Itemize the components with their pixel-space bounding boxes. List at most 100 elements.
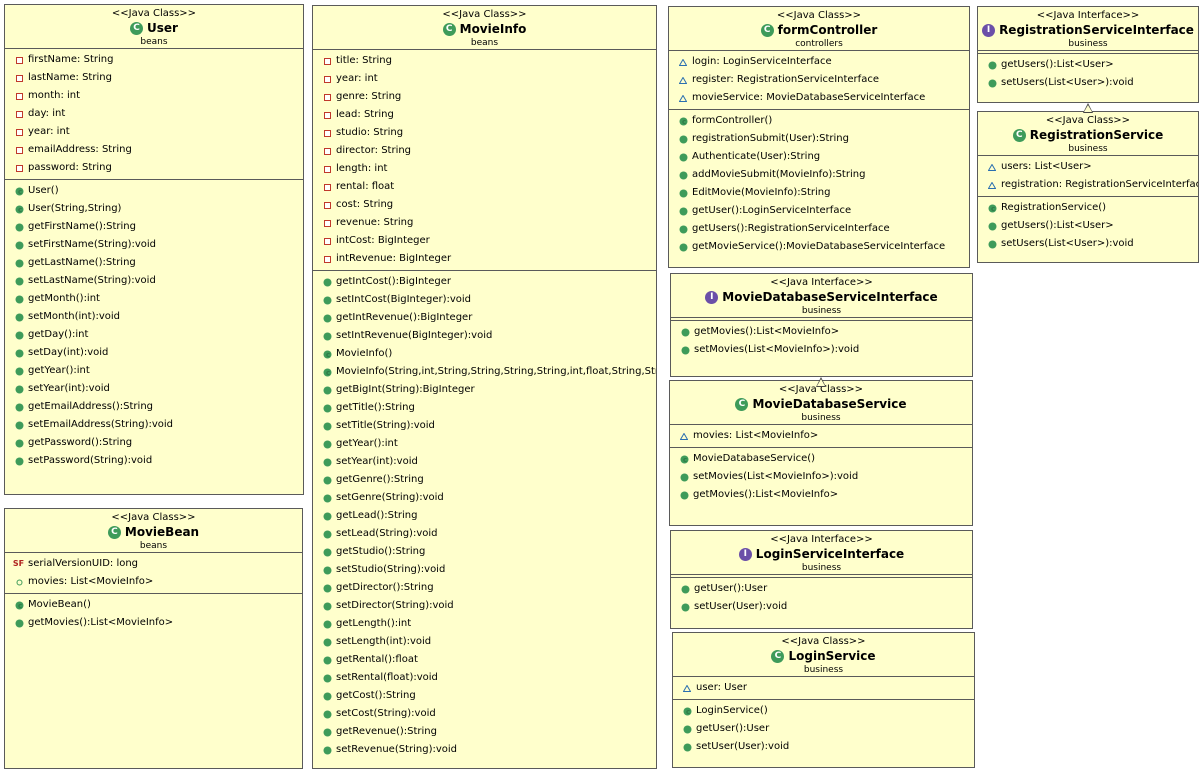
method-row[interactable]: getUser():User: [671, 580, 972, 598]
method-row[interactable]: getMovies():List<MovieInfo>: [671, 323, 972, 341]
method-row[interactable]: setPassword(String):void: [5, 452, 303, 470]
method-row[interactable]: getMovies():List<MovieInfo>: [5, 614, 302, 632]
method-row[interactable]: setMonth(int):void: [5, 308, 303, 326]
method-row[interactable]: setGenre(String):void: [313, 489, 656, 507]
method-row[interactable]: setCost(String):void: [313, 705, 656, 723]
method-row[interactable]: getRental():float: [313, 651, 656, 669]
method-row[interactable]: setDirector(String):void: [313, 597, 656, 615]
method-row[interactable]: setLastName(String):void: [5, 272, 303, 290]
method-row[interactable]: setMovies(List<MovieInfo>):void: [670, 468, 972, 486]
method-row[interactable]: getCost():String: [313, 687, 656, 705]
field-row[interactable]: login: LoginServiceInterface: [669, 53, 969, 71]
field-row[interactable]: firstName: String: [5, 51, 303, 69]
field-row[interactable]: lead: String: [313, 106, 656, 124]
field-row[interactable]: users: List<User>: [978, 158, 1198, 176]
method-row[interactable]: getPassword():String: [5, 434, 303, 452]
method-row[interactable]: getUser():LoginServiceInterface: [669, 202, 969, 220]
method-row[interactable]: setUser(User):void: [671, 598, 972, 616]
method-row[interactable]: setEmailAddress(String):void: [5, 416, 303, 434]
field-row[interactable]: lastName: String: [5, 69, 303, 87]
method-row[interactable]: setRental(float):void: [313, 669, 656, 687]
method-row[interactable]: setYear(int):void: [5, 380, 303, 398]
field-row[interactable]: rental: float: [313, 178, 656, 196]
field-row[interactable]: register: RegistrationServiceInterface: [669, 71, 969, 89]
field-row[interactable]: month: int: [5, 87, 303, 105]
method-row[interactable]: addMovieSubmit(MovieInfo):String: [669, 166, 969, 184]
method-row[interactable]: getMonth():int: [5, 290, 303, 308]
method-row[interactable]: getLength():int: [313, 615, 656, 633]
method-row[interactable]: setMovies(List<MovieInfo>):void: [671, 341, 972, 359]
method-row[interactable]: getYear():int: [313, 435, 656, 453]
method-row[interactable]: setIntRevenue(BigInteger):void: [313, 327, 656, 345]
field-row[interactable]: title: String: [313, 52, 656, 70]
field-row[interactable]: cost: String: [313, 196, 656, 214]
field-row[interactable]: emailAddress: String: [5, 141, 303, 159]
method-row[interactable]: getLead():String: [313, 507, 656, 525]
method-row[interactable]: setLead(String):void: [313, 525, 656, 543]
method-row[interactable]: setDay(int):void: [5, 344, 303, 362]
field-row[interactable]: genre: String: [313, 88, 656, 106]
method-row[interactable]: getUsers():RegistrationServiceInterface: [669, 220, 969, 238]
field-row[interactable]: registration: RegistrationServiceInterfa…: [978, 176, 1198, 194]
method-row[interactable]: getRevenue():String: [313, 723, 656, 741]
method-row[interactable]: setIntCost(BigInteger):void: [313, 291, 656, 309]
method-row[interactable]: registrationSubmit(User):String: [669, 130, 969, 148]
field-row[interactable]: intCost: BigInteger: [313, 232, 656, 250]
method-row[interactable]: getDay():int: [5, 326, 303, 344]
method-row[interactable]: Authenticate(User):String: [669, 148, 969, 166]
method-row[interactable]: setUsers(List<User>):void: [978, 235, 1198, 253]
method-row[interactable]: setYear(int):void: [313, 453, 656, 471]
field-row[interactable]: user: User: [673, 679, 974, 697]
method-row[interactable]: getUsers():List<User>: [978, 56, 1198, 74]
method-row[interactable]: getEmailAddress():String: [5, 398, 303, 416]
field-row[interactable]: movies: List<MovieInfo>: [5, 573, 302, 591]
method-row[interactable]: setLength(int):void: [313, 633, 656, 651]
method-row[interactable]: setFirstName(String):void: [5, 236, 303, 254]
method-row[interactable]: getStudio():String: [313, 543, 656, 561]
method-row[interactable]: getIntRevenue():BigInteger: [313, 309, 656, 327]
field-row[interactable]: year: int: [5, 123, 303, 141]
method-row[interactable]: getTitle():String: [313, 399, 656, 417]
field-row[interactable]: studio: String: [313, 124, 656, 142]
field-row[interactable]: year: int: [313, 70, 656, 88]
method-row[interactable]: EditMovie(MovieInfo):String: [669, 184, 969, 202]
method-row[interactable]: getUser():User: [673, 720, 974, 738]
field-row[interactable]: intRevenue: BigInteger: [313, 250, 656, 268]
method-row[interactable]: setRevenue(String):void: [313, 741, 656, 759]
method-row[interactable]: getFirstName():String: [5, 218, 303, 236]
method-row[interactable]: getMovieService():MovieDatabaseServiceIn…: [669, 238, 969, 256]
field-row[interactable]: day: int: [5, 105, 303, 123]
field-row[interactable]: director: String: [313, 142, 656, 160]
method-row[interactable]: getYear():int: [5, 362, 303, 380]
method-row[interactable]: getGenre():String: [313, 471, 656, 489]
field-row[interactable]: length: int: [313, 160, 656, 178]
method-row[interactable]: getUsers():List<User>: [978, 217, 1198, 235]
method-row[interactable]: getIntCost():BigInteger: [313, 273, 656, 291]
method-row[interactable]: getBigInt(String):BigInteger: [313, 381, 656, 399]
field-row[interactable]: revenue: String: [313, 214, 656, 232]
method-row[interactable]: setUser(User):void: [673, 738, 974, 756]
field-row[interactable]: password: String: [5, 159, 303, 177]
field-row[interactable]: movies: List<MovieInfo>: [670, 427, 972, 445]
method-row[interactable]: getLastName():String: [5, 254, 303, 272]
method-row[interactable]: getDirector():String: [313, 579, 656, 597]
